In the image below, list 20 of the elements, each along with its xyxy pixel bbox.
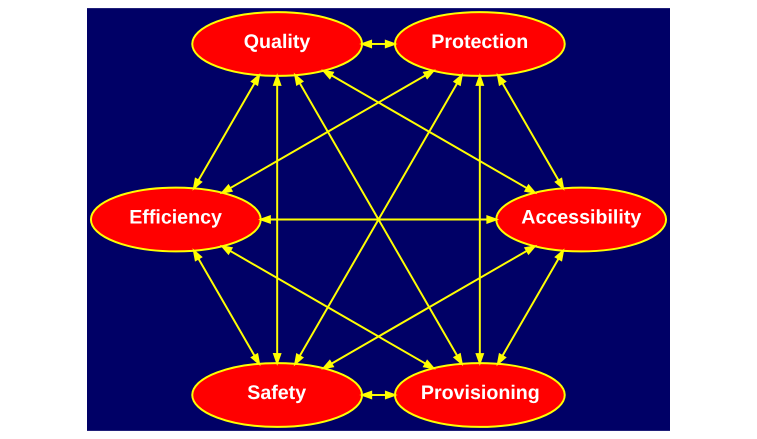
arrow (258, 215, 500, 224)
node-ellipse: Quality (191, 11, 364, 77)
arrow (192, 72, 261, 191)
node-ellipse: Provisioning (394, 362, 566, 428)
arrow (496, 248, 565, 366)
arrow (192, 248, 261, 366)
arrow (475, 73, 484, 366)
arrow (272, 73, 282, 366)
arrow (496, 72, 565, 191)
arrow (294, 72, 464, 366)
arrow (321, 69, 538, 194)
node-ellipse: Efficiency (90, 186, 262, 252)
arrow (359, 40, 398, 48)
node-ellipse: Accessibility (495, 186, 668, 252)
node-ellipse: Protection (394, 11, 566, 77)
arrow (359, 390, 398, 400)
arrow (220, 69, 436, 194)
arrow (321, 244, 538, 370)
node-ellipse: Safety (191, 362, 364, 428)
arrow (220, 244, 436, 370)
